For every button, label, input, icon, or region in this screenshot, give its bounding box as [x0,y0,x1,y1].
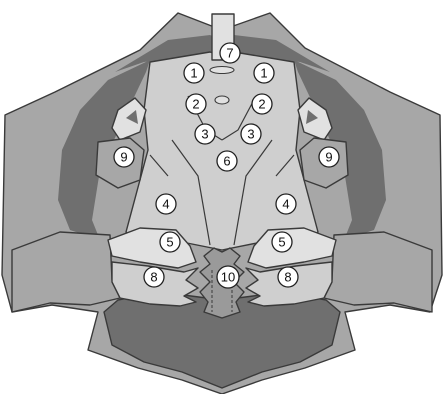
label-9-right: 9 [319,147,339,167]
svg-text:9: 9 [325,150,332,165]
label-8-right: 8 [278,267,298,287]
urethral-opening [210,67,234,74]
vaginal-opening [215,96,229,104]
label-10: 10 [217,266,239,288]
label-7: 7 [220,43,240,63]
svg-text:2: 2 [192,97,199,112]
label-2-left: 2 [186,94,206,114]
label-3-left: 3 [195,124,215,144]
label-5-left: 5 [160,232,180,252]
svg-text:8: 8 [150,270,157,285]
svg-text:10: 10 [221,270,235,285]
label-4-right: 4 [276,194,296,214]
left-lower-wing [12,232,120,312]
svg-text:6: 6 [223,154,230,169]
label-1-left: 1 [184,63,204,83]
label-8-left: 8 [144,267,164,287]
label-5-right: 5 [272,232,292,252]
svg-text:4: 4 [162,197,169,212]
label-6: 6 [217,151,237,171]
svg-text:4: 4 [282,197,289,212]
svg-text:2: 2 [258,97,265,112]
levator-ani-region [126,52,318,250]
label-1-right: 1 [254,63,274,83]
label-9-left: 9 [114,147,134,167]
label-4-left: 4 [156,194,176,214]
svg-text:3: 3 [247,127,254,142]
label-3-right: 3 [241,124,261,144]
svg-text:3: 3 [201,127,208,142]
label-2-right: 2 [252,94,272,114]
right-lower-wing [324,232,432,312]
svg-text:5: 5 [278,235,285,250]
svg-text:5: 5 [166,235,173,250]
svg-text:9: 9 [120,150,127,165]
svg-text:8: 8 [284,270,291,285]
svg-text:7: 7 [226,46,233,61]
svg-text:1: 1 [190,66,197,81]
svg-text:1: 1 [260,66,267,81]
